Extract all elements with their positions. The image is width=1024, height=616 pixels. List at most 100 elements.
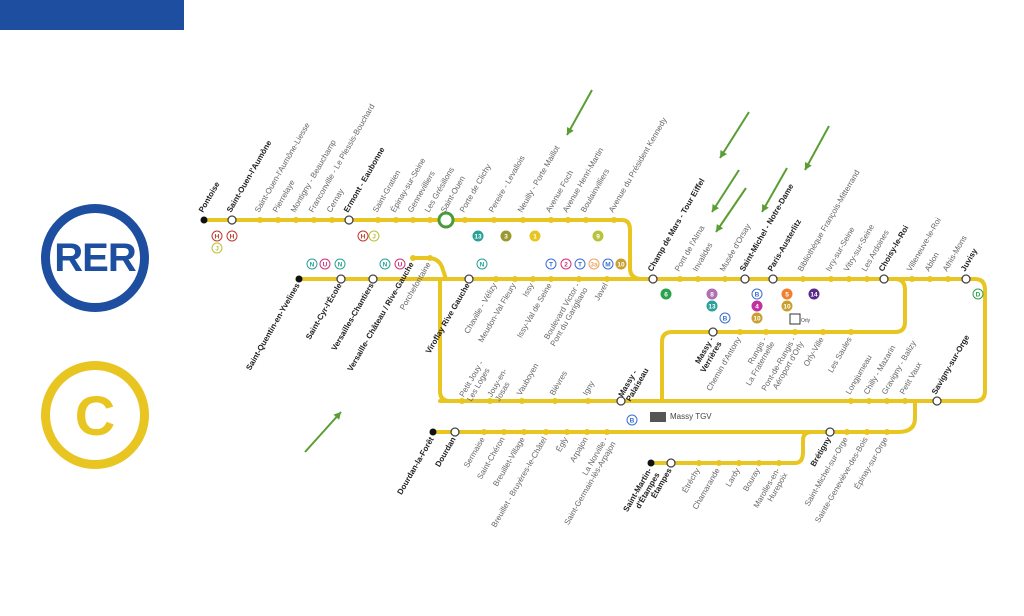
station-label: Javel xyxy=(593,281,610,302)
pointer-arrow-icon xyxy=(711,169,740,213)
connection-icon xyxy=(574,258,586,270)
station-label-line: Saint-Germain-lès-Arpajon xyxy=(562,440,617,527)
station[interactable]: Viroflay Rive Gauche xyxy=(424,274,474,355)
connection-label: 5 xyxy=(785,292,789,299)
station[interactable]: Marolles-en-Hurepoix xyxy=(752,460,790,514)
station[interactable]: Arpajon xyxy=(568,429,590,464)
connection-badge: T xyxy=(545,258,557,270)
connection-badge: N xyxy=(334,258,346,270)
connection-badge: 3a xyxy=(588,258,600,270)
station-dot-icon xyxy=(257,217,263,223)
track-segment xyxy=(431,399,917,434)
station-label: Igny xyxy=(581,379,596,397)
connection-badge: H xyxy=(357,230,369,242)
connection-icon xyxy=(545,258,557,270)
connection-badge: 9 xyxy=(592,230,604,242)
station-dot-icon xyxy=(548,276,554,282)
station[interactable]: Ermont - Eaubonne xyxy=(342,145,387,225)
station[interactable]: Pontoise xyxy=(197,180,222,224)
station[interactable]: Neuilly - Porte Maillot xyxy=(516,143,562,223)
station-label: Orly-Ville xyxy=(802,335,826,368)
station[interactable]: Massy -Palaiseau xyxy=(616,362,651,406)
station[interactable]: Saint-Ouen-l'Aumône xyxy=(225,138,274,225)
top-banner xyxy=(0,0,184,30)
rer-logo-text: RER xyxy=(54,235,136,280)
connection-label: 14 xyxy=(810,292,818,299)
station[interactable]: Savigny-sur-Orge xyxy=(930,333,972,406)
station-dot-icon xyxy=(427,255,433,261)
connection-label: 13 xyxy=(708,304,716,311)
station[interactable]: Dourdan-la-Forêt xyxy=(395,428,437,497)
connection-label: H xyxy=(215,234,220,241)
station-label: Saint-Quentin-en-Yvelines xyxy=(244,281,302,372)
connection-label: 6 xyxy=(664,292,668,299)
station-dot-icon xyxy=(820,329,826,335)
station-dot-icon xyxy=(909,276,915,282)
station[interactable]: Les Saules xyxy=(826,329,854,374)
station[interactable]: Saint-Quentin-en-Yvelines xyxy=(244,275,303,372)
pointer-arrow-icon xyxy=(804,125,830,171)
connection-label: 9 xyxy=(596,234,600,241)
connection-badge: 4 xyxy=(751,300,763,312)
pointer-arrow-icon xyxy=(304,411,342,453)
station[interactable]: Étréchy xyxy=(680,460,702,494)
station[interactable]: Villeneuve-le-Roi xyxy=(905,216,943,282)
station[interactable]: Porte de Clichy xyxy=(458,163,493,223)
station-dot-icon xyxy=(945,276,951,282)
highlight-ring-icon xyxy=(437,211,455,229)
interchange-circle-icon xyxy=(336,274,346,284)
station-dot-icon xyxy=(776,460,782,466)
station-dot-icon xyxy=(564,429,570,435)
connection-badge: 8 xyxy=(706,288,718,300)
arrow-head xyxy=(333,412,341,420)
station-dot-icon xyxy=(548,217,554,223)
connection-label: J xyxy=(215,246,219,253)
station[interactable]: Avenue du Président Kennedy xyxy=(607,116,669,223)
connection-badge: 10 xyxy=(751,312,763,324)
station[interactable]: Saint-Ouen-l'Aumône-Liesse xyxy=(253,121,312,223)
arrow-shaft xyxy=(719,111,750,159)
connection-badge: 5 xyxy=(781,288,793,300)
connection-icon xyxy=(588,258,600,270)
station-dot-icon xyxy=(695,276,701,282)
connection-icon xyxy=(211,242,223,254)
station[interactable]: Orly-Ville xyxy=(802,329,826,368)
station-dot-icon xyxy=(792,329,798,335)
connection-label: H xyxy=(361,234,366,241)
station-dot-icon xyxy=(427,217,433,223)
station-dot-icon xyxy=(848,398,854,404)
connection-icon xyxy=(357,230,369,242)
station[interactable]: Bièvres xyxy=(548,369,569,404)
station-dot-icon xyxy=(716,460,722,466)
station-dot-icon xyxy=(462,217,468,223)
connection-label: 3 xyxy=(504,234,508,241)
connection-icon xyxy=(660,288,672,300)
station-dot-icon xyxy=(293,217,299,223)
connection-badge: H xyxy=(226,230,238,242)
station[interactable]: Cernay xyxy=(325,187,346,223)
station-label: Massy -Palaiseau xyxy=(617,362,651,403)
connection-badge: 13 xyxy=(472,230,484,242)
connection-badge: N xyxy=(379,258,391,270)
station[interactable]: Dourdan xyxy=(433,427,460,468)
station-label: Égly xyxy=(554,436,570,454)
station[interactable]: Petit Jouy -Les Loges xyxy=(458,359,494,404)
station-dot-icon xyxy=(927,276,933,282)
interchange-circle-icon xyxy=(450,427,460,437)
connection-icon xyxy=(226,230,238,242)
arrow-shaft xyxy=(304,411,342,453)
station-dot-icon xyxy=(884,429,890,435)
station-label: Dourdan-la-Forêt xyxy=(395,435,435,496)
station-dot-icon xyxy=(844,429,850,435)
station-dot-icon xyxy=(584,429,590,435)
station-label: Lardy xyxy=(724,467,742,489)
connection-label: M xyxy=(605,262,610,269)
station[interactable]: Vauboyen xyxy=(515,362,541,404)
station-dot-icon xyxy=(520,217,526,223)
interchange-circle-icon xyxy=(464,274,474,284)
station-label: Ablon xyxy=(923,251,941,273)
connection-label: D xyxy=(976,292,981,299)
station-dot-icon xyxy=(543,429,549,435)
station-dot-icon xyxy=(530,276,536,282)
